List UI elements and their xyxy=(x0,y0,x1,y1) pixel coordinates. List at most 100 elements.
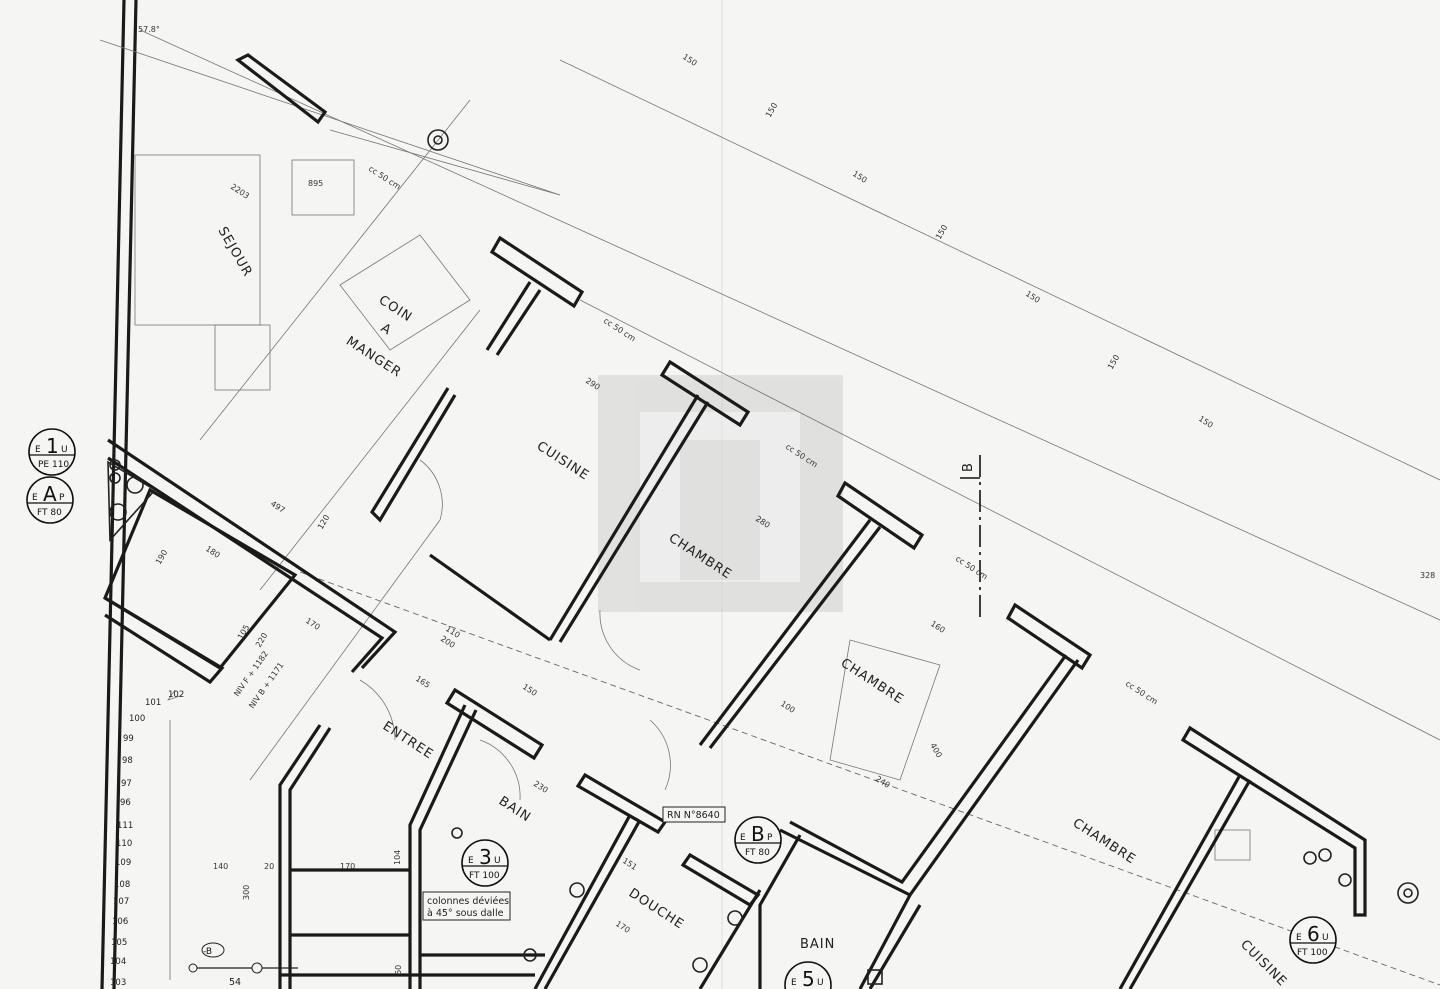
room-label-chambre-2: CHAMBRE xyxy=(838,656,907,708)
stairs-9-label: 109 xyxy=(115,858,131,868)
symbols-0-top_left-label: E xyxy=(35,445,41,455)
stairs-3-label: 99 xyxy=(123,734,134,744)
dims-d400-label: 400 xyxy=(928,742,943,760)
note-colonnes: colonnes déviées à 45° sous dalle xyxy=(422,891,511,921)
symbols-5-big-label: 6 xyxy=(1307,922,1320,946)
symbols-5-top_right-label: U xyxy=(1322,933,1329,943)
symbols-3-top_left-label: E xyxy=(740,833,746,843)
dims-d150c-label: 150 xyxy=(851,169,869,185)
symbols-0-big-label: 1 xyxy=(46,434,59,458)
dims-d60-label: 60 xyxy=(394,965,403,975)
stairs-0-label: 102 xyxy=(168,690,184,700)
stairs-5-label: 97 xyxy=(121,779,132,789)
dims-d104-label: 104 xyxy=(393,850,402,865)
stairs-15-label: 103 xyxy=(110,978,126,988)
door-swings xyxy=(359,459,671,801)
symbols-4-top_left-label: E xyxy=(791,978,797,988)
note_colonnes-0-label: colonnes déviées xyxy=(427,896,509,907)
dims-d170b-label: 170 xyxy=(340,862,355,871)
dims-d165-label: 165 xyxy=(414,674,432,690)
symbols-1-top_left-label: E xyxy=(32,493,38,503)
note_colonnes-1-label: à 45° sous dalle xyxy=(427,908,504,919)
stairs-7-label: 111 xyxy=(117,821,133,831)
room-label-douche: DOUCHE xyxy=(626,886,687,933)
stair-numbers: 102 101 100 99 98 97 96 111 110 109 108 … xyxy=(110,689,184,988)
room-label-manger: MANGER xyxy=(343,334,404,381)
watermark-logo xyxy=(598,375,843,612)
dims-d54-label: 54 xyxy=(229,977,241,988)
symbols-5-top_left-label: E xyxy=(1296,933,1302,943)
room-label-bain-1: BAIN xyxy=(496,794,534,826)
dims-d151-label: 151 xyxy=(621,856,639,872)
fixtures xyxy=(109,129,1419,985)
room-label-entree: ENTREE xyxy=(380,719,436,763)
symbols-3-top_right-label: P xyxy=(767,833,773,843)
room-label-a: A xyxy=(378,321,394,339)
dims-d150d-label: 150 xyxy=(934,223,949,241)
dims-d497-label: 497 xyxy=(269,499,287,515)
stairs-6-label: 96 xyxy=(120,798,131,808)
room-label-coin: COIN xyxy=(376,293,415,326)
dims-d150e-label: 150 xyxy=(1024,289,1042,305)
symbols-4-big-label: 5 xyxy=(802,967,815,989)
dims-d895-label: 895 xyxy=(308,179,323,188)
angle-label: 57.8° xyxy=(138,25,160,34)
stairs-14-label: 104 xyxy=(110,957,126,967)
dims-d160-label: 160 xyxy=(929,619,947,635)
section-marker-b: B xyxy=(960,455,981,620)
dims-d170-label: 170 xyxy=(304,616,322,632)
symbols-3-bottom-label: FT 80 xyxy=(745,848,770,858)
note-rn: RN N°8640 xyxy=(662,806,726,823)
room-label-bain-2: BAIN xyxy=(800,937,835,952)
dimension-lines xyxy=(99,29,1440,986)
dims-d150g-label: 150 xyxy=(1197,414,1215,430)
stairs-8-label: 110 xyxy=(116,839,132,849)
dims-d170b-label: 170 xyxy=(614,919,632,935)
level-marker: -B 54 xyxy=(188,942,298,988)
symbols-2-top_right-label: U xyxy=(494,856,501,866)
symbols-0-bottom-label: PE 110 xyxy=(38,460,69,470)
stairs-4-label: 98 xyxy=(122,756,133,766)
dims-d150b-label: 150 xyxy=(764,101,779,119)
dims-d150h-label: 150 xyxy=(521,682,539,698)
symbols-2-bottom-label: FT 100 xyxy=(469,871,500,881)
dims-d328-label: 328 xyxy=(1420,571,1435,580)
symbols-3-big-label: B xyxy=(751,822,765,846)
room-label-cuisine-2: CUISINE xyxy=(1237,937,1290,989)
stairs-10-label: 108 xyxy=(114,880,130,890)
symbols-1-big-label: A xyxy=(43,482,57,506)
dims-cc4-label: cc 50 cm xyxy=(1124,679,1159,706)
exterior-wall-left xyxy=(100,0,138,989)
room-label-sejour: SEJOUR xyxy=(215,225,256,280)
symbols-1-bottom-label: FT 80 xyxy=(37,508,62,518)
room-label-cuisine: CUISINE xyxy=(534,439,592,484)
dims-d190-label: 190 xyxy=(154,548,169,566)
stairs-2-label: 100 xyxy=(129,714,145,724)
dims-d2203-label: 2203 xyxy=(229,182,251,201)
symbols-1-top_right-label: P xyxy=(59,493,65,503)
section_marker-label: B xyxy=(961,462,976,472)
stairs-11-label: 107 xyxy=(113,897,129,907)
level_marker-label: -B xyxy=(203,947,212,957)
symbols-2-top_left-label: E xyxy=(468,856,474,866)
dims-d150a-label: 150 xyxy=(681,52,699,68)
dims-d100-label: 100 xyxy=(779,699,797,715)
dims-cc3-label: cc 50 cm xyxy=(954,554,989,581)
dims-d140-label: 140 xyxy=(213,862,228,871)
dims-d230-label: 230 xyxy=(532,779,550,795)
dims-cc5-label: cc 50 cm xyxy=(367,164,402,191)
dims-d180-label: 180 xyxy=(204,544,222,560)
walls xyxy=(102,53,1367,989)
symbols-2-big-label: 3 xyxy=(479,845,492,869)
symbols-4-top_right-label: U xyxy=(817,978,824,988)
note_rn-label: RN N°8640 xyxy=(667,810,720,821)
symbols-5-bottom-label: FT 100 xyxy=(1297,948,1328,958)
dims-d220-label: 220 xyxy=(254,631,269,649)
